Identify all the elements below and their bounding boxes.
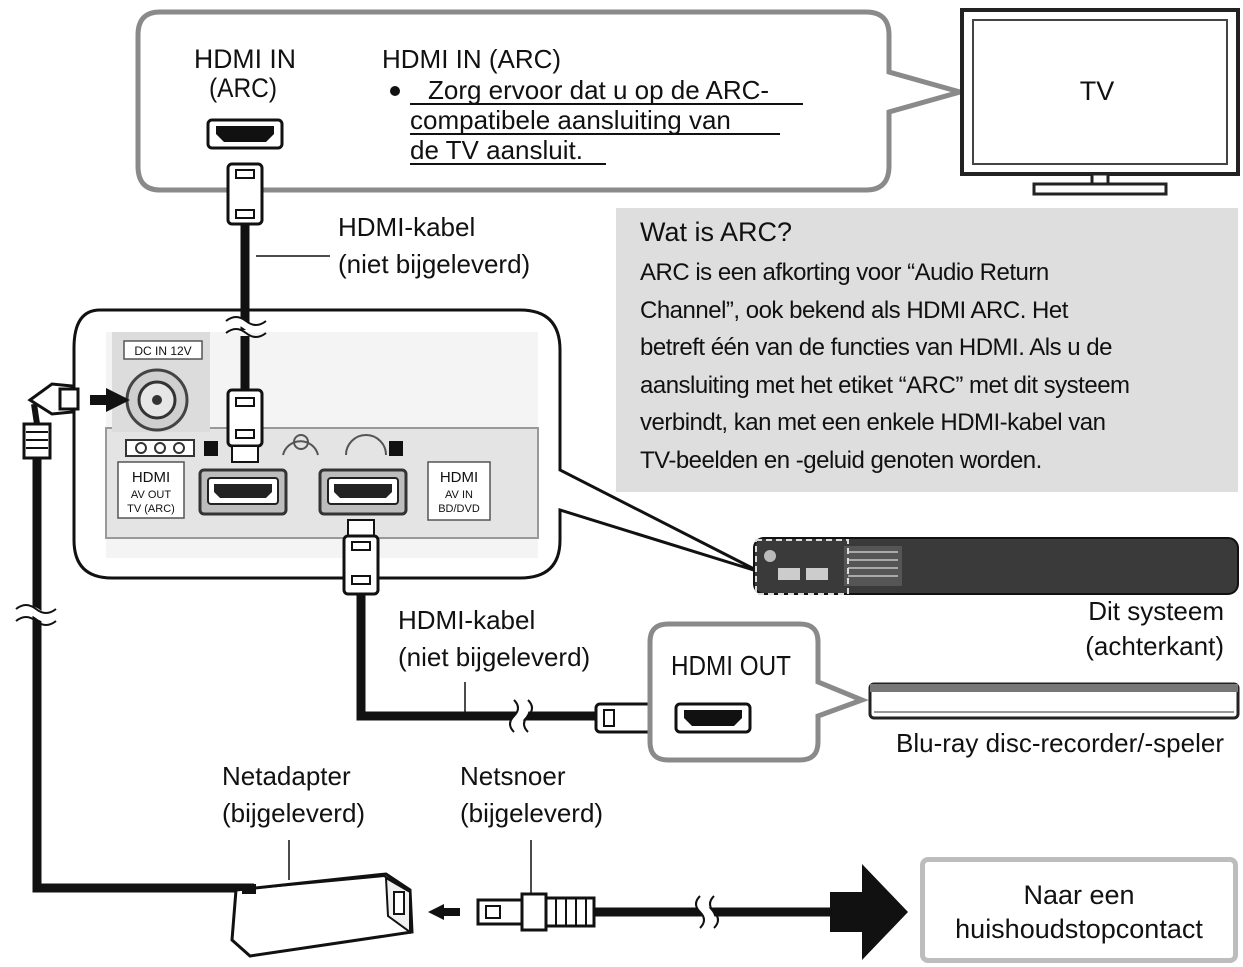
polarity-symbol-icon	[125, 439, 195, 457]
hdmi-out-label-1: HDMI	[132, 469, 170, 486]
cord-label-line1: Netsnoer	[460, 761, 566, 791]
hdmi-cable-top	[223, 162, 269, 463]
bluray-port-callout	[647, 621, 869, 763]
panel-knobs	[282, 434, 387, 456]
bluray-player-icon	[868, 682, 1240, 720]
ac-adapter-icon	[230, 872, 414, 958]
arc-info-line-6: TV-beelden en -geluid genoten worden.	[640, 446, 1042, 474]
tv-port-callout	[135, 9, 970, 193]
tv-port-label-line2: (ARC)	[209, 73, 277, 103]
hdmi-in-arc-port-icon	[206, 118, 284, 150]
hdmi-cable-bottom	[342, 519, 662, 736]
dc-cable	[15, 458, 254, 893]
adapter-label-line2: (bijgeleverd)	[222, 798, 365, 828]
cord-label-line2: (bijgeleverd)	[460, 798, 603, 828]
wall-socket-box: Naar een huishoudstopcontact	[920, 857, 1238, 963]
hdmi-out-label-bg	[117, 461, 185, 519]
hdmi-out-port-icon	[674, 702, 752, 734]
big-arrow-right-icon	[830, 864, 908, 960]
system-label-line1: Dit systeem	[1088, 596, 1224, 626]
arc-info-line-2: Channel”, ook bekend als HDMI ARC. Het	[640, 296, 1068, 324]
cable-top-label-line2: (niet bijgeleverd)	[338, 249, 530, 279]
dc-in-jack-icon	[125, 368, 189, 432]
tv-port-note-line2: compatibele aansluiting van	[410, 105, 731, 135]
tv-label: TV	[1080, 76, 1115, 106]
bluray-label: Blu-ray disc-recorder/-speler	[896, 728, 1224, 758]
adapter-label-line1: Netadapter	[222, 761, 351, 791]
hdmi-av-out-port-icon	[198, 468, 288, 516]
arc-info-title: Wat is ARC?	[640, 217, 793, 247]
hdmi-out-label-2: AV OUT	[131, 489, 171, 501]
socket-label-line1: Naar een	[1023, 880, 1135, 910]
socket-label-line2: huishoudstopcontact	[955, 914, 1203, 944]
cable-bottom-label-line1: HDMI-kabel	[398, 605, 535, 635]
dc-plug-icon	[22, 382, 80, 460]
arc-info-line-5: verbindt, kan met een enkele HDMI-kabel …	[640, 409, 1106, 436]
power-cord-plug-icon	[476, 892, 596, 932]
dc-in-label-bg	[123, 340, 203, 360]
system-label-line2: (achterkant)	[1085, 631, 1224, 661]
arrow-right-icon	[90, 388, 130, 412]
power-cord-cable	[594, 892, 836, 932]
tv-port-note-line1: Zorg ervoor dat u op de ARC-	[428, 75, 769, 105]
arc-info-line-4: aansluiting met het etiket “ARC” met dit…	[640, 371, 1130, 399]
arc-info-line-1: ARC is een afkorting voor “Audio Return	[640, 259, 1049, 286]
triangle-marker-icon-2	[389, 441, 403, 456]
cable-bottom-label-line2: (niet bijgeleverd)	[398, 642, 590, 672]
cable-top-label-line1: HDMI-kabel	[338, 212, 475, 242]
hdmi-in-label-bg	[427, 461, 491, 521]
hdmi-av-in-port-icon	[318, 468, 408, 516]
tv-icon	[960, 8, 1240, 196]
tv-port-heading: HDMI IN (ARC)	[382, 44, 561, 74]
arc-info-box: Wat is ARC? ARC is een afkorting voor “A…	[616, 208, 1238, 492]
tv-port-note-line3: de TV aansluit.	[410, 135, 583, 165]
note-underlines	[410, 103, 803, 165]
hdmi-out-label-3: TV (ARC)	[127, 503, 175, 515]
hdmi-in-label-3: BD/DVD	[438, 503, 480, 515]
tv-port-label-line1: HDMI IN	[194, 44, 296, 74]
bluray-port-label: HDMI OUT	[671, 650, 791, 681]
triangle-marker-icon	[204, 441, 218, 456]
dc-in-label: DC IN 12V	[134, 344, 191, 358]
arc-info-line-3: betreft één van de functies van HDMI. Al…	[640, 334, 1112, 361]
soundbar-icon	[753, 537, 1239, 595]
arrow-left-icon	[428, 904, 460, 920]
bullet-icon	[390, 86, 400, 96]
hdmi-in-label-2: AV IN	[445, 489, 473, 501]
hdmi-in-label-1: HDMI	[440, 469, 478, 486]
